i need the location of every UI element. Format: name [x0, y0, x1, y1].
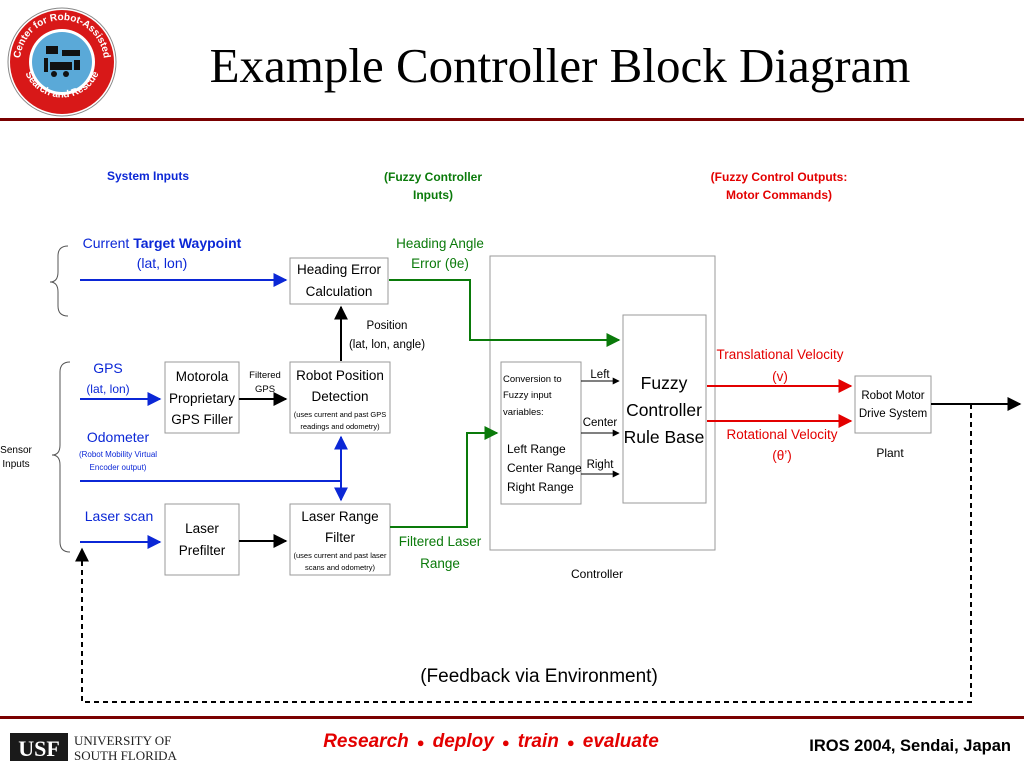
crasar-logo: Center for Robot-Assisted Search and Res… [7, 7, 117, 117]
controller-label: Controller [571, 567, 623, 581]
fuzzy-line-3: Rule Base [624, 427, 705, 447]
fuzzy-inputs-header-2: Inputs) [413, 188, 453, 202]
logo-robot-icon [44, 46, 80, 77]
rotational-label-2: (θ’) [772, 448, 792, 463]
usf-logo-text: USF [18, 736, 60, 761]
odometer-label: Odometer [87, 429, 150, 445]
left-label: Left [590, 369, 610, 381]
conversion-item-1: Left Range [507, 442, 566, 456]
filtered-laser-label-1: Filtered Laser [399, 534, 482, 549]
laser-prefilter-line-1: Laser [185, 521, 219, 536]
heading-error-block: Heading Error Calculation [289, 257, 389, 305]
plant-label: Plant [876, 446, 904, 460]
sensor-inputs-brace [51, 361, 71, 553]
fuzzy-line-2: Controller [626, 400, 702, 420]
robot-position-note-2: readings and odometry) [300, 422, 380, 431]
target-waypoint-label: Current Target Waypoint [83, 235, 242, 251]
odometer-sub-1: (Robot Mobility Virtual [79, 450, 157, 459]
title-rule [0, 118, 1024, 121]
motor-line-1: Robot Motor [861, 390, 924, 402]
right-label: Right [587, 459, 615, 471]
tagline: Research●deploy●train●evaluate [323, 731, 659, 752]
laser-scan-label: Laser scan [85, 508, 153, 524]
conversion-item-3: Right Range [507, 480, 574, 494]
odometer-sub-2: Encoder output) [90, 463, 147, 472]
robot-position-line-1: Robot Position [296, 368, 384, 383]
motor-line-2: Drive System [859, 408, 927, 420]
university-line-2: SOUTH FLORIDA [74, 748, 178, 763]
position-label-1: Position [367, 320, 408, 332]
translational-label-2: (v) [772, 369, 788, 384]
laser-range-line-1: Laser Range [301, 509, 378, 524]
fuzzy-outputs-header-1: (Fuzzy Control Outputs: [711, 170, 848, 184]
university-line-1: UNIVERSITY OF [74, 733, 171, 748]
position-label-2: (lat, lon, angle) [349, 339, 425, 351]
gps-filter-block: Motorola Proprietary GPS Filler [164, 361, 240, 434]
gps-label: GPS [93, 360, 123, 376]
fuzzy-controller-block: Fuzzy Controller Rule Base [622, 314, 707, 504]
feedback-loop [75, 404, 972, 703]
conversion-item-2: Center Range [507, 461, 582, 475]
conversion-title-3: variables: [503, 407, 544, 418]
rotational-label-1: Rotational Velocity [726, 427, 837, 442]
laser-range-line-2: Filter [325, 530, 356, 545]
filtered-gps-label-2: GPS [255, 384, 275, 395]
target-waypoint-sub: (lat, lon) [137, 255, 188, 271]
system-inputs-brace [49, 245, 69, 317]
filtered-laser-arrow [390, 426, 499, 528]
heading-angle-label-1: Heading Angle [396, 236, 484, 251]
translational-label-1: Translational Velocity [716, 347, 843, 362]
conversion-title-1: Conversion to [503, 374, 562, 385]
page-title: Example Controller Block Diagram [210, 38, 911, 93]
center-label: Center [583, 417, 618, 429]
conference-label: IROS 2004, Sendai, Japan [809, 737, 1011, 755]
fuzzy-outputs-header-2: Motor Commands) [726, 188, 832, 202]
heading-angle-label-2: Error (θe) [411, 256, 469, 271]
gps-filter-line-3: GPS Filler [171, 412, 233, 427]
robot-position-block: Robot Position Detection (uses current a… [289, 361, 391, 434]
laser-prefilter-line-2: Prefilter [179, 543, 226, 558]
motor-drive-block: Robot Motor Drive System [854, 375, 932, 434]
robot-position-note-1: (uses current and past GPS [294, 410, 387, 419]
gps-filter-line-1: Motorola [176, 369, 229, 384]
footer-rule [0, 716, 1024, 719]
gps-sub: (lat, lon) [86, 382, 129, 396]
robot-position-line-2: Detection [311, 389, 368, 404]
filtered-gps-label-1: Filtered [249, 370, 281, 381]
laser-range-block: Laser Range Filter (uses current and pas… [289, 503, 391, 576]
system-inputs-header: System Inputs [107, 169, 189, 183]
heading-error-line-2: Calculation [306, 284, 373, 299]
laser-prefilter-block: Laser Prefilter [164, 503, 240, 576]
filtered-laser-label-2: Range [420, 556, 460, 571]
laser-range-note-1: (uses current and past laser [294, 551, 387, 560]
fuzzy-inputs-header-1: (Fuzzy Controller [384, 170, 482, 184]
conversion-title-2: Fuzzy input [503, 390, 552, 401]
usf-logo: USF UNIVERSITY OF SOUTH FLORIDA [10, 733, 178, 763]
heading-error-line-1: Heading Error [297, 262, 382, 277]
sensor-inputs-label-1: Sensor [0, 445, 32, 456]
conversion-block: Conversion to Fuzzy input variables: Lef… [500, 361, 582, 505]
heading-error-arrow [389, 279, 621, 347]
fuzzy-line-1: Fuzzy [641, 373, 688, 393]
feedback-label: (Feedback via Environment) [420, 666, 658, 687]
laser-range-note-2: scans and odometry) [305, 563, 376, 572]
gps-filter-line-2: Proprietary [169, 391, 235, 406]
sensor-inputs-label-2: Inputs [2, 459, 29, 470]
